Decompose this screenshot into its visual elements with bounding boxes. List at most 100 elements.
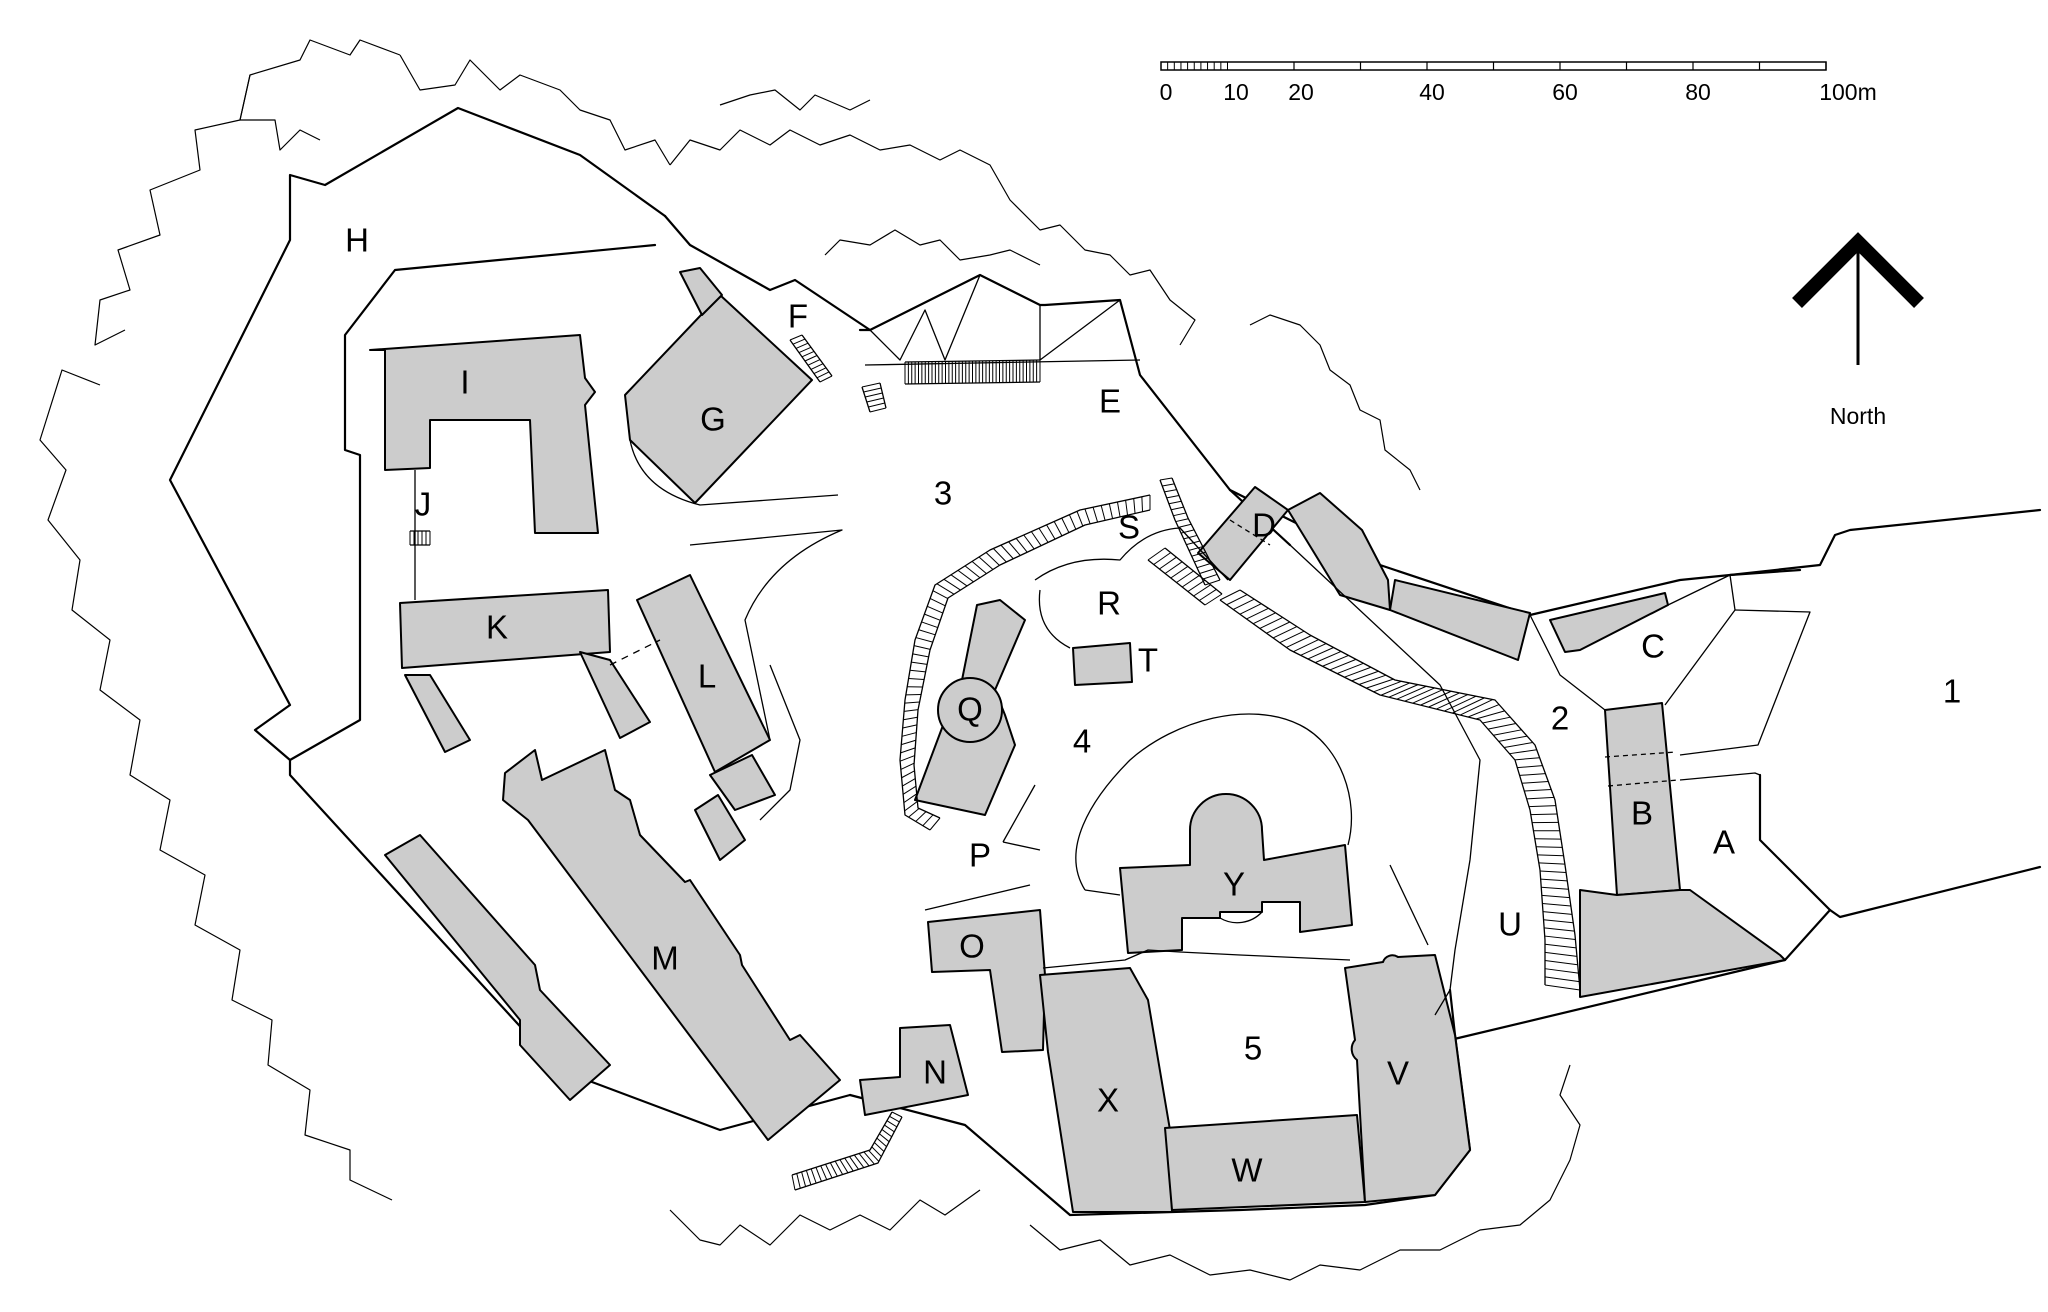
l-east-line: [759, 664, 801, 821]
building-y: [1119, 793, 1353, 954]
cliff-north-3: [719, 89, 871, 111]
p-wall: [1002, 784, 1036, 843]
cliff-north-6: [1249, 314, 1421, 491]
scale-label-80: 80: [1685, 79, 1711, 105]
building-k-southwest: [404, 674, 471, 753]
u-wall: [1389, 864, 1429, 946]
wall-east-outer: [1728, 508, 2042, 577]
area2-lines: [1529, 614, 1606, 711]
building-i: [369, 334, 599, 534]
label-q: Q: [957, 691, 983, 728]
stairs-n: [791, 1111, 903, 1191]
building-w: [1164, 1114, 1366, 1211]
area-label-1: 1: [1943, 673, 1961, 710]
label-x: X: [1097, 1082, 1119, 1119]
area-1-wall: [1679, 609, 1811, 756]
court5-north-wall: [1042, 949, 1351, 969]
label-w: W: [1231, 1152, 1263, 1189]
d-dash: [1229, 519, 1271, 546]
building-l-south: [709, 754, 776, 811]
g-curve: [629, 439, 839, 506]
area-a-wall: [1679, 772, 1761, 781]
cliff-north-2: [399, 54, 671, 166]
label-b: B: [1631, 795, 1653, 832]
north-arrow-icon: North: [1792, 232, 1924, 429]
stairs-f2: [861, 382, 887, 413]
area-ca-divider: [1664, 574, 1736, 706]
k-dashed-link: [609, 639, 661, 666]
scale-label-60: 60: [1552, 79, 1578, 105]
building-t: [1072, 642, 1133, 686]
building-east-bastion: [1579, 889, 1786, 998]
cliff-north-5: [824, 229, 1041, 266]
scale-label-0: 0: [1160, 79, 1173, 105]
court4-mound: [1075, 713, 1352, 891]
cliff-edges: [39, 39, 1581, 1281]
label-s: S: [1118, 509, 1140, 546]
building-v: [1344, 954, 1471, 1203]
r-curve: [1034, 527, 1229, 581]
building-ne-range-2: [1389, 579, 1531, 661]
scale-label-100m: 100m: [1819, 79, 1877, 105]
stairs-e: [904, 359, 1041, 385]
buildings: [369, 267, 1786, 1213]
label-u: U: [1498, 906, 1522, 943]
interior-lines: [414, 274, 1811, 1016]
building-west-range: [384, 834, 611, 1101]
wall-a-east: [1448, 773, 1832, 1042]
building-q-tower: [937, 677, 1003, 743]
b-dash-2: [1607, 779, 1679, 787]
building-k: [399, 589, 611, 669]
l-curve: [689, 529, 843, 741]
label-y: Y: [1223, 866, 1245, 903]
label-f: F: [788, 298, 808, 335]
area-label-2: 2: [1551, 700, 1569, 737]
cliff-west: [39, 369, 393, 1201]
label-v: V: [1387, 1055, 1409, 1092]
scale-label-20: 20: [1288, 79, 1314, 105]
court4-mound-base: [1084, 889, 1121, 896]
building-c: [1549, 592, 1669, 653]
scale-label-40: 40: [1419, 79, 1445, 105]
stairs-s-base: [1147, 547, 1223, 606]
label-c: C: [1641, 628, 1665, 665]
cliff-west-outer: [94, 39, 401, 346]
cliff-south-2: [1029, 1064, 1581, 1281]
scale-label-10: 10: [1223, 79, 1249, 105]
e-rooms: [869, 274, 1121, 361]
building-o: [927, 909, 1046, 1053]
area-label-5: 5: [1244, 1030, 1262, 1067]
scale-bar: 0 10 20 40 60 80 100m: [1160, 61, 1877, 105]
wall-east-low: [1828, 865, 2042, 919]
label-k: K: [486, 609, 508, 646]
map-labels: H I G F E J K L M N O P Q R S T D C B A …: [345, 222, 1961, 1189]
cliff-north-4: [669, 129, 1196, 346]
ramp-west-arc: [899, 494, 1151, 831]
cliff-south-1: [669, 1189, 981, 1246]
label-j: J: [415, 486, 432, 523]
scale-bar-ticks: [1160, 62, 1827, 70]
y-apse-south: [1219, 911, 1263, 924]
building-k-south-annex: [579, 651, 651, 739]
cliff-north-1: [239, 74, 321, 151]
building-ne-range-1: [1287, 492, 1391, 611]
b-dash-1: [1604, 751, 1677, 758]
label-e: E: [1099, 383, 1121, 420]
label-r: R: [1097, 585, 1121, 622]
outer-wall-west: [168, 106, 852, 1132]
building-l-annex: [694, 794, 746, 861]
ramps: [409, 334, 1581, 1191]
label-h: H: [345, 222, 369, 259]
label-i: I: [460, 364, 469, 401]
label-t: T: [1138, 642, 1158, 679]
north-label: North: [1830, 403, 1886, 429]
building-g-wing: [679, 267, 723, 316]
stairs-f: [789, 334, 833, 383]
label-n: N: [923, 1054, 947, 1091]
inner-wall-west: [288, 243, 657, 762]
label-m: M: [651, 940, 679, 977]
building-g: [624, 294, 813, 504]
label-g: G: [700, 401, 726, 438]
p-wall-2: [1002, 841, 1041, 851]
